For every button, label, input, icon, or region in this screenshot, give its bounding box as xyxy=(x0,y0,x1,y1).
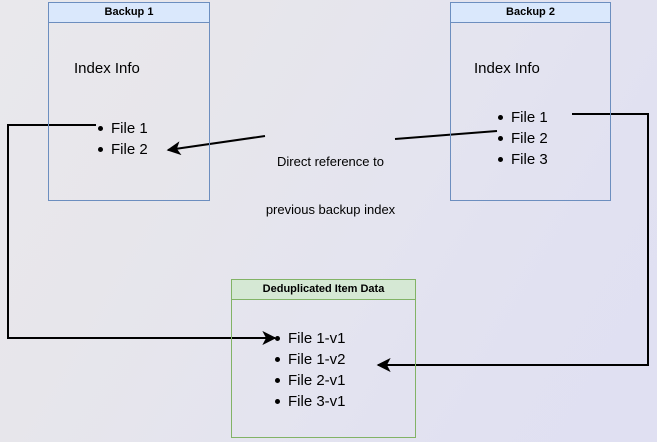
list-item: File 2-v1 xyxy=(274,370,346,391)
list-item: File 1 xyxy=(97,118,148,139)
edge-label-line-1: Direct reference to xyxy=(277,154,384,169)
list-item: File 3-v1 xyxy=(274,391,346,412)
backup-2-box[interactable]: Backup 2 Index Info File 1 File 2 File 3 xyxy=(450,2,611,201)
list-item: File 1-v2 xyxy=(274,349,346,370)
deduplicated-item-data-header: Deduplicated Item Data xyxy=(232,280,415,300)
backup-1-header: Backup 1 xyxy=(49,3,209,23)
backup-1-index-label: Index Info xyxy=(74,60,140,77)
deduplicated-item-data-body: File 1-v1 File 1-v2 File 2-v1 File 3-v1 xyxy=(232,300,415,437)
list-item: File 1-v1 xyxy=(274,328,346,349)
backup-2-header: Backup 2 xyxy=(451,3,610,23)
backup-2-body: Index Info File 1 File 2 File 3 xyxy=(451,23,610,200)
deduplicated-item-data-box[interactable]: Deduplicated Item Data File 1-v1 File 1-… xyxy=(231,279,416,438)
backup-1-body: Index Info File 1 File 2 xyxy=(49,23,209,200)
edge-label-direct-reference: Direct reference to previous backup inde… xyxy=(248,122,413,250)
backup-1-box[interactable]: Backup 1 Index Info File 1 File 2 xyxy=(48,2,210,201)
list-item: File 2 xyxy=(497,128,548,149)
list-item: File 2 xyxy=(97,139,148,160)
backup-2-index-label: Index Info xyxy=(474,60,540,77)
dedup-file-list: File 1-v1 File 1-v2 File 2-v1 File 3-v1 xyxy=(274,328,346,412)
backup-2-file-list: File 1 File 2 File 3 xyxy=(497,107,548,170)
list-item: File 3 xyxy=(497,149,548,170)
list-item: File 1 xyxy=(497,107,548,128)
backup-1-file-list: File 1 File 2 xyxy=(97,118,148,160)
edge-label-line-2: previous backup index xyxy=(265,202,396,217)
